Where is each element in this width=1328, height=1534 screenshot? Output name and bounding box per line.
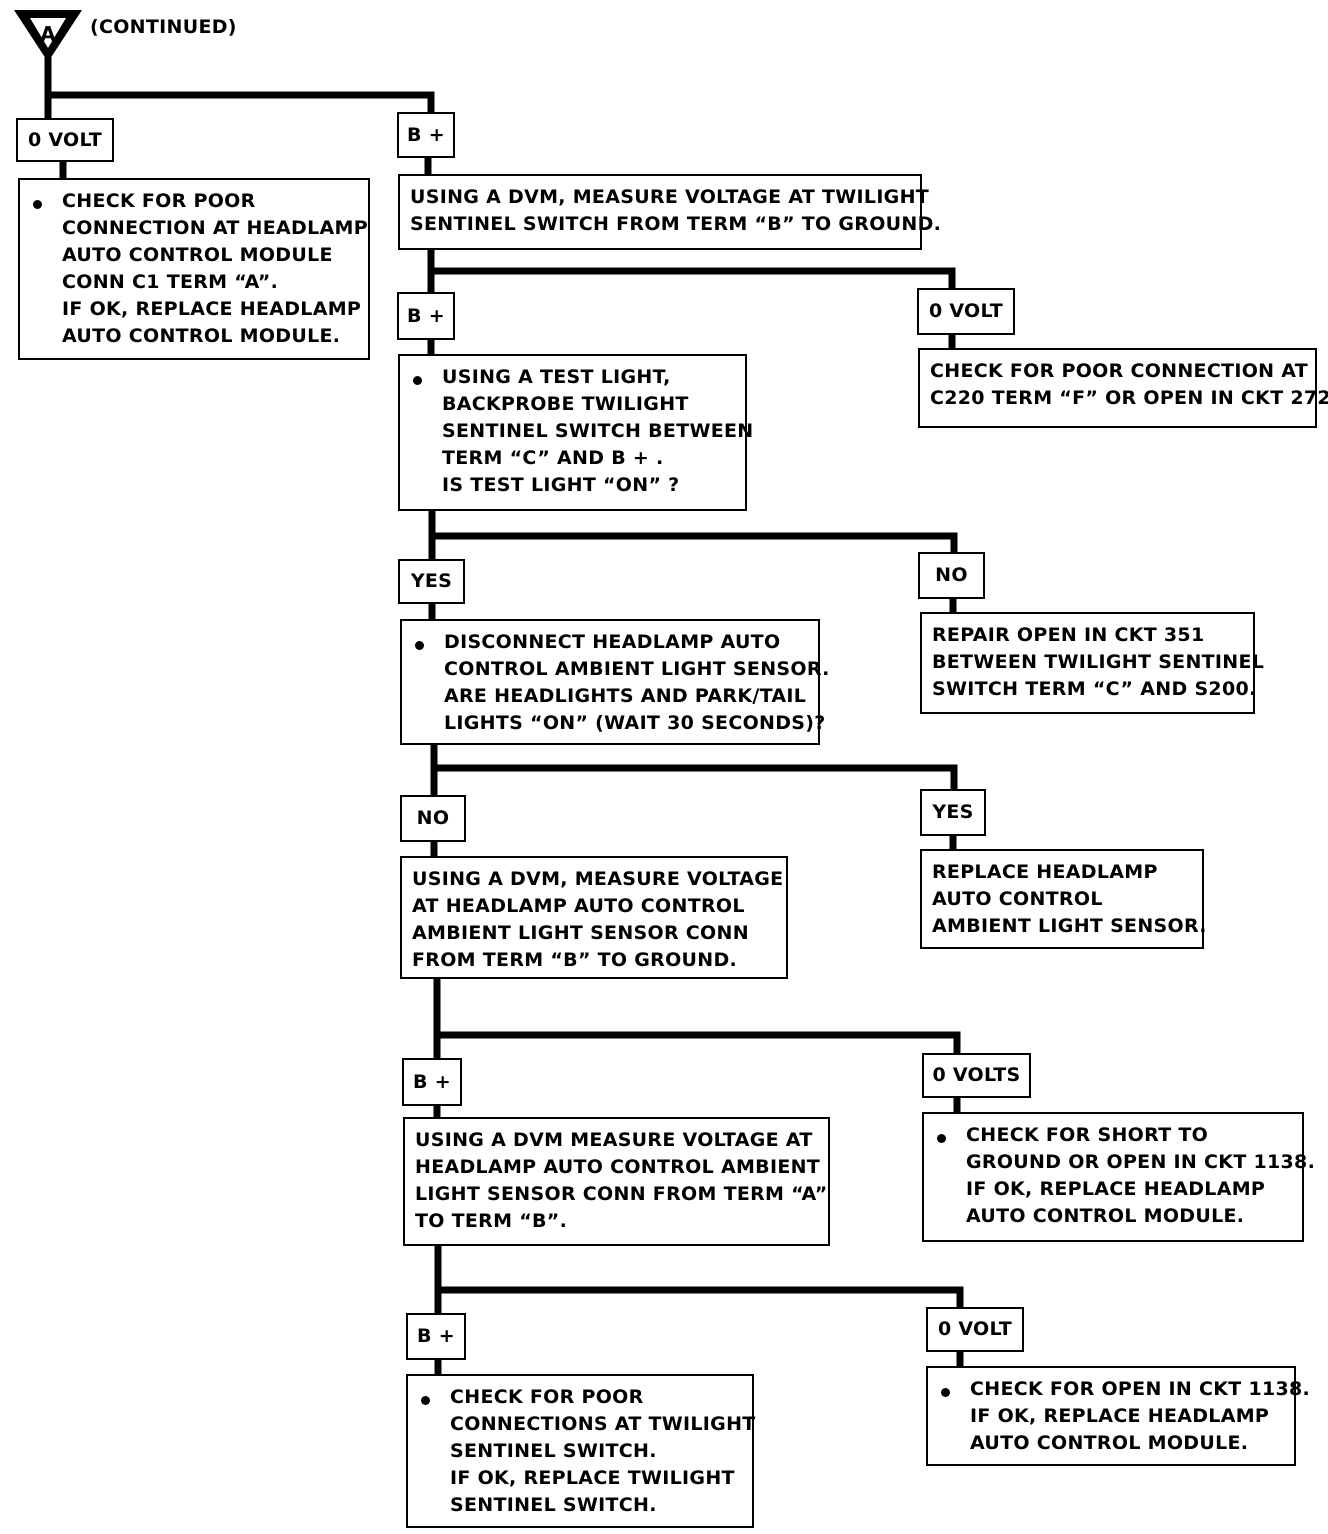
text-line: FROM TERM “B” TO GROUND. xyxy=(412,949,738,971)
text-line: AUTO CONTROL MODULE. xyxy=(970,1432,1249,1454)
text-line: AT HEADLAMP AUTO CONTROL xyxy=(412,895,745,917)
text-line: AUTO CONTROL MODULE. xyxy=(966,1205,1245,1227)
text-line: SENTINEL SWITCH. xyxy=(450,1440,657,1462)
result-label-yes-1: YES xyxy=(398,559,465,604)
result-label-zero-volts-3: 0 VOLTS xyxy=(922,1053,1031,1098)
result-label-bplus-3: B + xyxy=(402,1058,462,1106)
result-label-bplus-2: B + xyxy=(397,292,455,340)
text-line: CONTROL AMBIENT LIGHT SENSOR. xyxy=(444,658,830,680)
result-label-no-1: NO xyxy=(918,552,985,599)
text-line: IF OK, REPLACE HEADLAMP xyxy=(62,298,362,320)
text-line: BETWEEN TWILIGHT SENTINEL xyxy=(932,651,1265,673)
bullet-icon xyxy=(937,1134,946,1143)
step-measure-sensor-b-to-ground: USING A DVM, MEASURE VOLTAGE AT HEADLAMP… xyxy=(400,856,788,979)
result-label-bplus-4: B + xyxy=(406,1313,466,1360)
result-label-left-zero-volt: 0 VOLT xyxy=(16,118,114,162)
continuation-marker: A xyxy=(14,10,82,62)
result-label-yes-2: YES xyxy=(920,789,986,836)
text-line: ARE HEADLIGHTS AND PARK/TAIL xyxy=(444,685,807,707)
action-check-open-ckt-1138: CHECK FOR OPEN IN CKT 1138. IF OK, REPLA… xyxy=(926,1366,1311,1466)
text-line: AMBIENT LIGHT SENSOR. xyxy=(932,915,1207,937)
text-line: CONNECTIONS AT TWILIGHT xyxy=(450,1413,756,1435)
result-label-zero-volt-2: 0 VOLT xyxy=(917,288,1015,335)
text-line: CHECK FOR POOR xyxy=(450,1386,644,1408)
text-line: SENTINEL SWITCH FROM TERM “B” TO GROUND. xyxy=(410,213,942,235)
text-line: AUTO CONTROL MODULE. xyxy=(62,325,341,347)
text-line: LIGHT SENSOR CONN FROM TERM “A” xyxy=(415,1183,828,1205)
text-line: USING A DVM, MEASURE VOLTAGE xyxy=(412,868,784,890)
text-line: CHECK FOR OPEN IN CKT 1138. xyxy=(970,1378,1311,1400)
bullet-icon xyxy=(415,641,424,650)
action-check-module-connection: CHECK FOR POOR CONNECTION AT HEADLAMP AU… xyxy=(18,178,370,360)
action-replace-ambient-sensor: REPLACE HEADLAMP AUTO CONTROL AMBIENT LI… xyxy=(920,849,1207,949)
text-line: IF OK, REPLACE TWILIGHT xyxy=(450,1467,735,1489)
text-line: CHECK FOR SHORT TO xyxy=(966,1124,1209,1146)
action-check-short-ckt-1138: CHECK FOR SHORT TO GROUND OR OPEN IN CKT… xyxy=(922,1112,1316,1242)
step-measure-sensor-a-to-b: USING A DVM MEASURE VOLTAGE AT HEADLAMP … xyxy=(403,1117,830,1246)
text-line: DISCONNECT HEADLAMP AUTO xyxy=(444,631,781,653)
text-line: IF OK, REPLACE HEADLAMP xyxy=(970,1405,1270,1427)
text-line: SENTINEL SWITCH. xyxy=(450,1494,657,1516)
text-line: BACKPROBE TWILIGHT xyxy=(442,393,689,415)
text-line: CONNECTION AT HEADLAMP xyxy=(62,217,368,239)
text-line: USING A TEST LIGHT, xyxy=(442,366,671,388)
text-line: GROUND OR OPEN IN CKT 1138. xyxy=(966,1151,1316,1173)
step-disconnect-ambient-sensor: DISCONNECT HEADLAMP AUTO CONTROL AMBIENT… xyxy=(400,619,830,745)
text-line: TERM “C” AND B + . xyxy=(442,447,664,469)
action-repair-open-ckt-351: REPAIR OPEN IN CKT 351 BETWEEN TWILIGHT … xyxy=(920,612,1265,714)
result-label-zero-volt-4: 0 VOLT xyxy=(926,1307,1024,1352)
text-line: AMBIENT LIGHT SENSOR CONN xyxy=(412,922,749,944)
continued-label: (CONTINUED) xyxy=(90,16,237,38)
bullet-icon xyxy=(413,376,422,385)
bullet-icon xyxy=(941,1388,950,1397)
step-measure-switch-voltage: USING A DVM, MEASURE VOLTAGE AT TWILIGHT… xyxy=(398,174,942,250)
text-line: TO TERM “B”. xyxy=(415,1210,568,1232)
text-line: SWITCH TERM “C” AND S200. xyxy=(932,678,1257,700)
action-check-c220-connection: CHECK FOR POOR CONNECTION AT C220 TERM “… xyxy=(918,348,1328,428)
text-line: HEADLAMP AUTO CONTROL AMBIENT xyxy=(415,1156,821,1178)
text-line: AUTO CONTROL MODULE xyxy=(62,244,333,266)
text-line: SENTINEL SWITCH BETWEEN xyxy=(442,420,754,442)
text-line: CHECK FOR POOR xyxy=(62,190,256,212)
bullet-icon xyxy=(421,1396,430,1405)
text-line: CONN C1 TERM “A”. xyxy=(62,271,279,293)
step-test-light-backprobe: USING A TEST LIGHT, BACKPROBE TWILIGHT S… xyxy=(398,354,754,511)
text-line: IF OK, REPLACE HEADLAMP xyxy=(966,1178,1266,1200)
text-line: C220 TERM “F” OR OPEN IN CKT 272. xyxy=(930,387,1328,409)
result-label-bplus-1: B + xyxy=(397,112,455,158)
text-line: IS TEST LIGHT “ON” ? xyxy=(442,474,680,496)
text-line: USING A DVM MEASURE VOLTAGE AT xyxy=(415,1129,813,1151)
text-line: AUTO CONTROL xyxy=(932,888,1103,910)
result-label-no-2: NO xyxy=(400,795,466,842)
bullet-icon xyxy=(33,200,42,209)
action-check-switch-connections: CHECK FOR POOR CONNECTIONS AT TWILIGHT S… xyxy=(406,1374,756,1528)
text-line: LIGHTS “ON” (WAIT 30 SECONDS)? xyxy=(444,712,826,734)
text-line: USING A DVM, MEASURE VOLTAGE AT TWILIGHT xyxy=(410,186,930,208)
marker-letter: A xyxy=(40,22,56,46)
text-line: REPLACE HEADLAMP xyxy=(932,861,1158,883)
text-line: REPAIR OPEN IN CKT 351 xyxy=(932,624,1205,646)
text-line: CHECK FOR POOR CONNECTION AT xyxy=(930,360,1309,382)
